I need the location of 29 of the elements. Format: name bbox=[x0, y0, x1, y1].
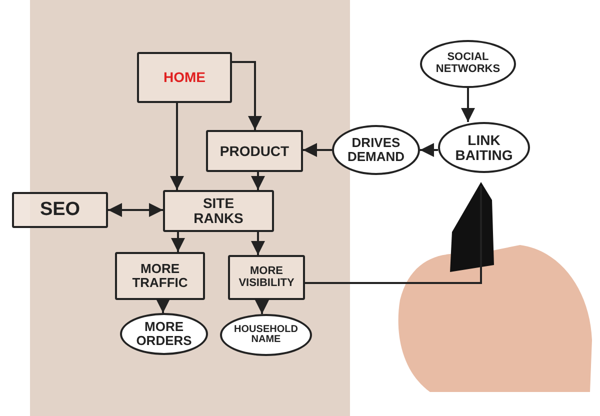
process-box bbox=[163, 190, 274, 232]
node-label: SOCIAL NETWORKS bbox=[434, 52, 502, 76]
node-label: SITE RANKS bbox=[192, 196, 244, 226]
process-box bbox=[206, 130, 303, 172]
node-label: MORE ORDERS bbox=[135, 320, 193, 348]
node-label: SEO bbox=[40, 200, 80, 220]
connector-line bbox=[305, 186, 482, 284]
process-box bbox=[137, 52, 232, 103]
node-label: LINK BAITING bbox=[454, 132, 514, 162]
arrow bbox=[255, 300, 269, 314]
process-box bbox=[228, 255, 305, 300]
node-label: MORE VISIBILITY bbox=[238, 266, 296, 290]
arrow bbox=[171, 232, 185, 252]
arrow bbox=[461, 88, 475, 122]
process-box bbox=[115, 252, 205, 300]
arrow bbox=[420, 143, 438, 157]
arrow bbox=[251, 172, 265, 190]
node-label: HOUSEHOLD NAME bbox=[233, 324, 299, 346]
arrow bbox=[108, 203, 163, 217]
arrow bbox=[232, 61, 262, 130]
node-label: DRIVES DEMAND bbox=[346, 136, 406, 164]
arrow bbox=[156, 299, 170, 313]
node-label: PRODUCT bbox=[220, 144, 290, 158]
node-label: HOME bbox=[164, 70, 206, 85]
arrow bbox=[170, 103, 184, 190]
node-label: MORE TRAFFIC bbox=[131, 262, 189, 290]
arrow bbox=[251, 232, 265, 255]
arrow bbox=[303, 143, 332, 157]
process-box bbox=[12, 192, 108, 228]
